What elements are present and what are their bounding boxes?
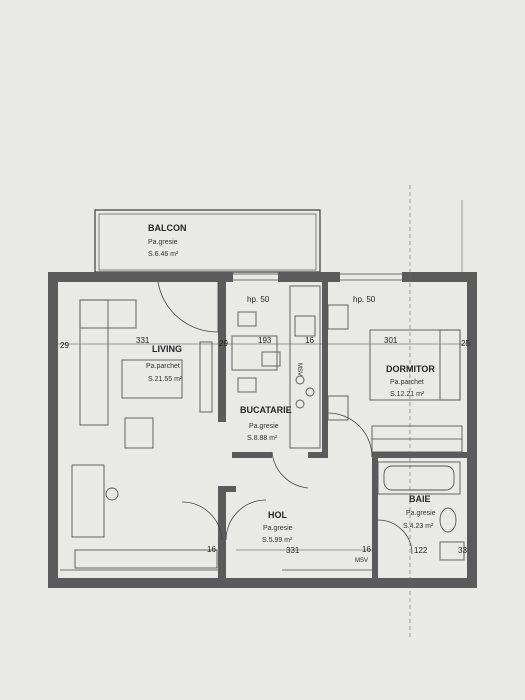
- dim-301-bed: 301: [384, 336, 398, 345]
- balcon-finish: Pa.gresie: [148, 239, 178, 246]
- dim-122-bath: 122: [414, 546, 428, 555]
- dimension-lines: [58, 343, 467, 551]
- msv-kitchen-label: MSV: [296, 363, 302, 376]
- baie-name: BAIE: [409, 494, 431, 504]
- dim-33-right: 33: [458, 546, 467, 555]
- dim-16-hall-left: 16: [207, 545, 216, 554]
- dormitor-name: DORMITOR: [386, 364, 435, 374]
- hp-bedroom: hp. 50: [353, 295, 376, 304]
- dormitor-area: S.12.21 m²: [390, 391, 425, 398]
- hol-finish: Pa.gresie: [263, 525, 293, 532]
- dim-16-hall-right: 16: [362, 545, 371, 554]
- living-finish: Pa.parchet: [146, 363, 180, 370]
- dim-25-right: 25: [461, 339, 470, 348]
- dormitor-finish: Pa.parchet: [390, 379, 424, 386]
- living-door-swing: [157, 281, 219, 333]
- windows: [60, 273, 402, 571]
- hp-kitchen: hp. 50: [247, 295, 270, 304]
- living-furniture: [71, 299, 218, 569]
- interior-walls: [218, 282, 467, 578]
- bucatarie-name: BUCATARIE: [240, 405, 292, 415]
- dim-331-living: 331: [136, 336, 150, 345]
- kitchen-door-swing: [271, 451, 309, 489]
- bucatarie-finish: Pa.gresie: [249, 423, 279, 430]
- bucatarie-area: S.8.88 m²: [247, 435, 278, 442]
- living-area: S.21.55 m²: [148, 376, 183, 383]
- balcon-name: BALCON: [148, 223, 187, 233]
- hol-area: S.5.99 m²: [262, 537, 293, 544]
- dim-16-kitchen: 16: [305, 336, 314, 345]
- balcony-area: [94, 209, 321, 273]
- bath-door-swing: [377, 519, 413, 555]
- msv-hall-label: MSV: [355, 558, 368, 564]
- hall-features: [181, 499, 267, 541]
- hol-name: HOL: [268, 510, 288, 520]
- bedroom-door-swing: [327, 412, 373, 458]
- baie-area: S.4.23 m²: [403, 523, 434, 530]
- balcon-area: S.6.46 m²: [148, 251, 179, 258]
- bathroom-fixtures: [377, 461, 465, 561]
- baie-finish: Pa.gresie: [406, 510, 436, 517]
- kitchen-furniture: [231, 285, 321, 449]
- exterior-walls: [48, 272, 477, 588]
- dim-29-left: 29: [60, 341, 69, 350]
- living-name: LIVING: [152, 344, 182, 354]
- dim-331-hall: 331: [286, 546, 300, 555]
- entrance-door-swing: [225, 499, 267, 541]
- bedroom-furniture: [327, 304, 463, 453]
- dim-29-mid: 29: [219, 339, 228, 348]
- dim-193-kitchen: 193: [258, 336, 272, 345]
